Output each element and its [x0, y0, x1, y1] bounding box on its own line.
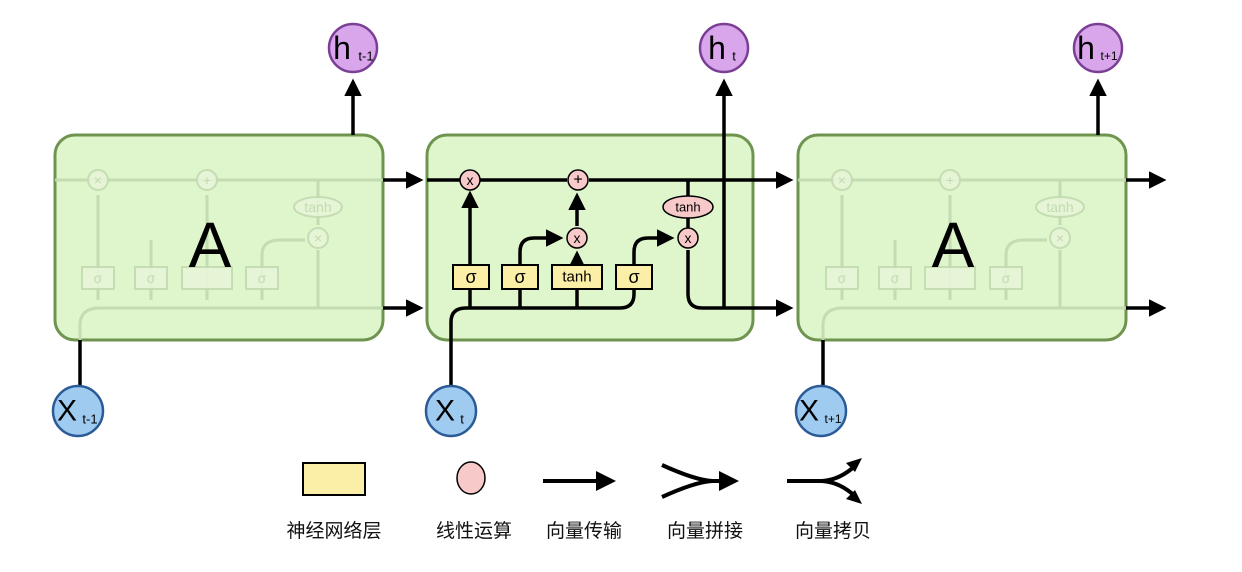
svg-text:t+1: t+1 [1100, 49, 1117, 63]
input-x-next: X t+1 [794, 384, 848, 438]
op-output-multiply [677, 227, 699, 249]
svg-text:t-1: t-1 [358, 49, 373, 64]
cell-left-faint-labels: σ σ σ × + tanh × [94, 172, 332, 286]
legend-concatenate-arrow [661, 465, 735, 497]
flow-lines [78, 78, 1167, 385]
svg-text:×: × [1056, 230, 1064, 246]
svg-text:h: h [708, 30, 726, 66]
legend-copy: 向量拷贝 [787, 458, 871, 542]
svg-text:t+1: t+1 [824, 412, 841, 426]
gate-output [615, 264, 653, 290]
gate-candidate-label: tanh [562, 269, 591, 286]
op-tanh-label: tanh [675, 200, 700, 215]
legend-neural-layer-label: 神经网络层 [286, 520, 381, 542]
gate-input-label: σ [514, 267, 525, 287]
op-add-label: + [573, 172, 582, 189]
output-h-current: h t [698, 22, 750, 74]
legend-copy-arrow [787, 463, 858, 499]
legend-copy-head-top [846, 458, 862, 472]
svg-text:tanh: tanh [1046, 199, 1073, 215]
output-nodes: h t-1 h t h t+1 [327, 22, 1124, 74]
op-forget-multiply [459, 169, 481, 191]
cell-right-faint-gates [825, 169, 1085, 290]
legend-pointwise-op-swatch [456, 461, 486, 495]
gate-forget [452, 264, 490, 290]
cell-right: σ σ σ × + tanh × A [796, 133, 1128, 342]
cell-right-label: A [932, 209, 975, 281]
svg-text:h: h [333, 30, 351, 66]
legend-copy-label: 向量拷贝 [795, 520, 871, 542]
svg-text:σ: σ [891, 270, 900, 286]
svg-text:×: × [314, 230, 322, 246]
svg-text:X: X [57, 395, 77, 428]
output-h-prev: h t-1 [327, 22, 379, 74]
svg-text:tanh: tanh [304, 199, 331, 215]
cell-left: σ σ σ × + tanh × A [53, 133, 385, 342]
svg-text:×: × [94, 172, 102, 188]
cell-left-faint-gates [81, 169, 343, 290]
cell-middle-wires [427, 78, 794, 385]
svg-text:t: t [732, 49, 736, 64]
legend-vector-transfer-label: 向量传输 [546, 520, 622, 542]
op-input-multiply [566, 227, 588, 249]
svg-text:t: t [460, 412, 464, 427]
gate-forget-label: σ [465, 267, 476, 287]
input-x-current: X t [424, 384, 478, 438]
gate-input [501, 264, 539, 290]
svg-text:σ: σ [258, 270, 267, 286]
svg-text:+: + [946, 172, 954, 188]
op-tanh [662, 195, 714, 219]
svg-text:σ: σ [147, 270, 156, 286]
gate-output-label: σ [628, 267, 639, 287]
output-h-next: h t+1 [1072, 22, 1124, 74]
legend-neural-layer: 神经网络层 [286, 462, 382, 542]
legend-pointwise-op: 线性运算 [436, 461, 512, 542]
svg-text:σ: σ [838, 270, 847, 286]
svg-text:X: X [799, 395, 819, 428]
gate-candidate [551, 264, 603, 290]
svg-text:σ: σ [94, 270, 103, 286]
legend-copy-head-bottom [846, 490, 862, 504]
svg-text:+: + [203, 172, 211, 188]
legend-vector-transfer: 向量传输 [543, 471, 622, 542]
svg-text:σ: σ [1002, 270, 1011, 286]
cell-middle-labels: σ σ tanh σ x + x x tanh [465, 172, 700, 288]
cell-middle-gates [452, 169, 714, 290]
legend-concatenate-label: 向量拼接 [667, 520, 743, 542]
legend-pointwise-op-label: 线性运算 [436, 520, 512, 542]
svg-text:X: X [435, 395, 455, 428]
op-output-multiply-label: x [685, 230, 692, 246]
legend-neural-layer-swatch [302, 462, 366, 496]
legend: 神经网络层 线性运算 向量传输 向量拼接 向量拷贝 [286, 458, 871, 542]
input-nodes: X t-1 X t X t+1 [51, 384, 848, 438]
cell-right-faint-labels: σ σ σ × + tanh × [838, 172, 1074, 286]
svg-text:h: h [1077, 30, 1095, 66]
input-x-prev: X t-1 [51, 384, 105, 438]
cell-left-label: A [189, 209, 232, 281]
op-add [567, 169, 589, 191]
op-input-multiply-label: x [574, 230, 581, 246]
op-forget-multiply-label: x [467, 172, 474, 188]
legend-concatenate: 向量拼接 [661, 465, 743, 542]
svg-text:t-1: t-1 [82, 412, 97, 427]
svg-text:×: × [838, 172, 846, 188]
